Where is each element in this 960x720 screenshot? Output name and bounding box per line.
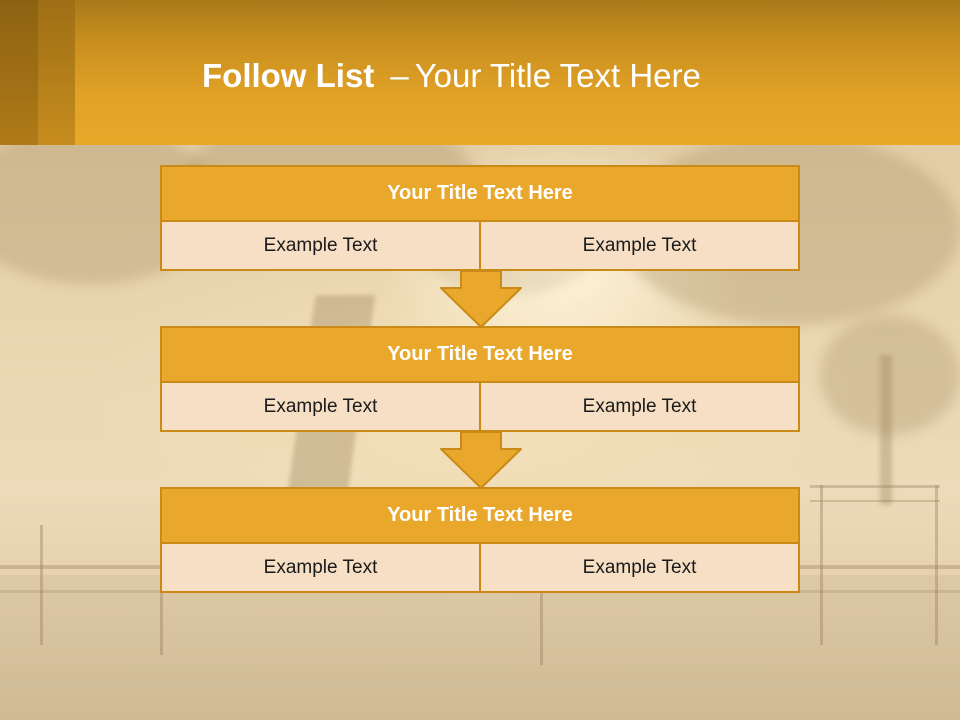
flow-block-cell: Example Text <box>160 222 481 271</box>
flow-block: Your Title Text Here Example Text Exampl… <box>160 487 800 593</box>
slide-title-bold: Follow List <box>202 57 375 94</box>
flow-block-cell: Example Text <box>481 544 800 593</box>
slide-title-separator: – <box>390 57 409 94</box>
down-arrow-icon <box>440 270 522 328</box>
down-arrow-icon <box>440 431 522 489</box>
flow-block-cells: Example Text Example Text <box>160 222 800 271</box>
flow-block-cells: Example Text Example Text <box>160 544 800 593</box>
slide-title-rest: Your Title Text Here <box>414 57 701 94</box>
header-band: Follow List–Your Title Text Here <box>0 0 960 145</box>
flow-block-cell: Example Text <box>481 383 800 432</box>
flow-block: Your Title Text Here Example Text Exampl… <box>160 165 800 271</box>
header-accent-stripe <box>0 0 38 145</box>
flow-block-cell: Example Text <box>481 222 800 271</box>
flow-block-cell: Example Text <box>160 383 481 432</box>
slide-title: Follow List–Your Title Text Here <box>202 56 701 96</box>
flow-block: Your Title Text Here Example Text Exampl… <box>160 326 800 432</box>
flow-block-cell: Example Text <box>160 544 481 593</box>
flow-block-title: Your Title Text Here <box>160 487 800 544</box>
header-accent-stripe <box>38 0 75 145</box>
flow-block-title: Your Title Text Here <box>160 165 800 222</box>
flow-block-cells: Example Text Example Text <box>160 383 800 432</box>
flow-block-title: Your Title Text Here <box>160 326 800 383</box>
